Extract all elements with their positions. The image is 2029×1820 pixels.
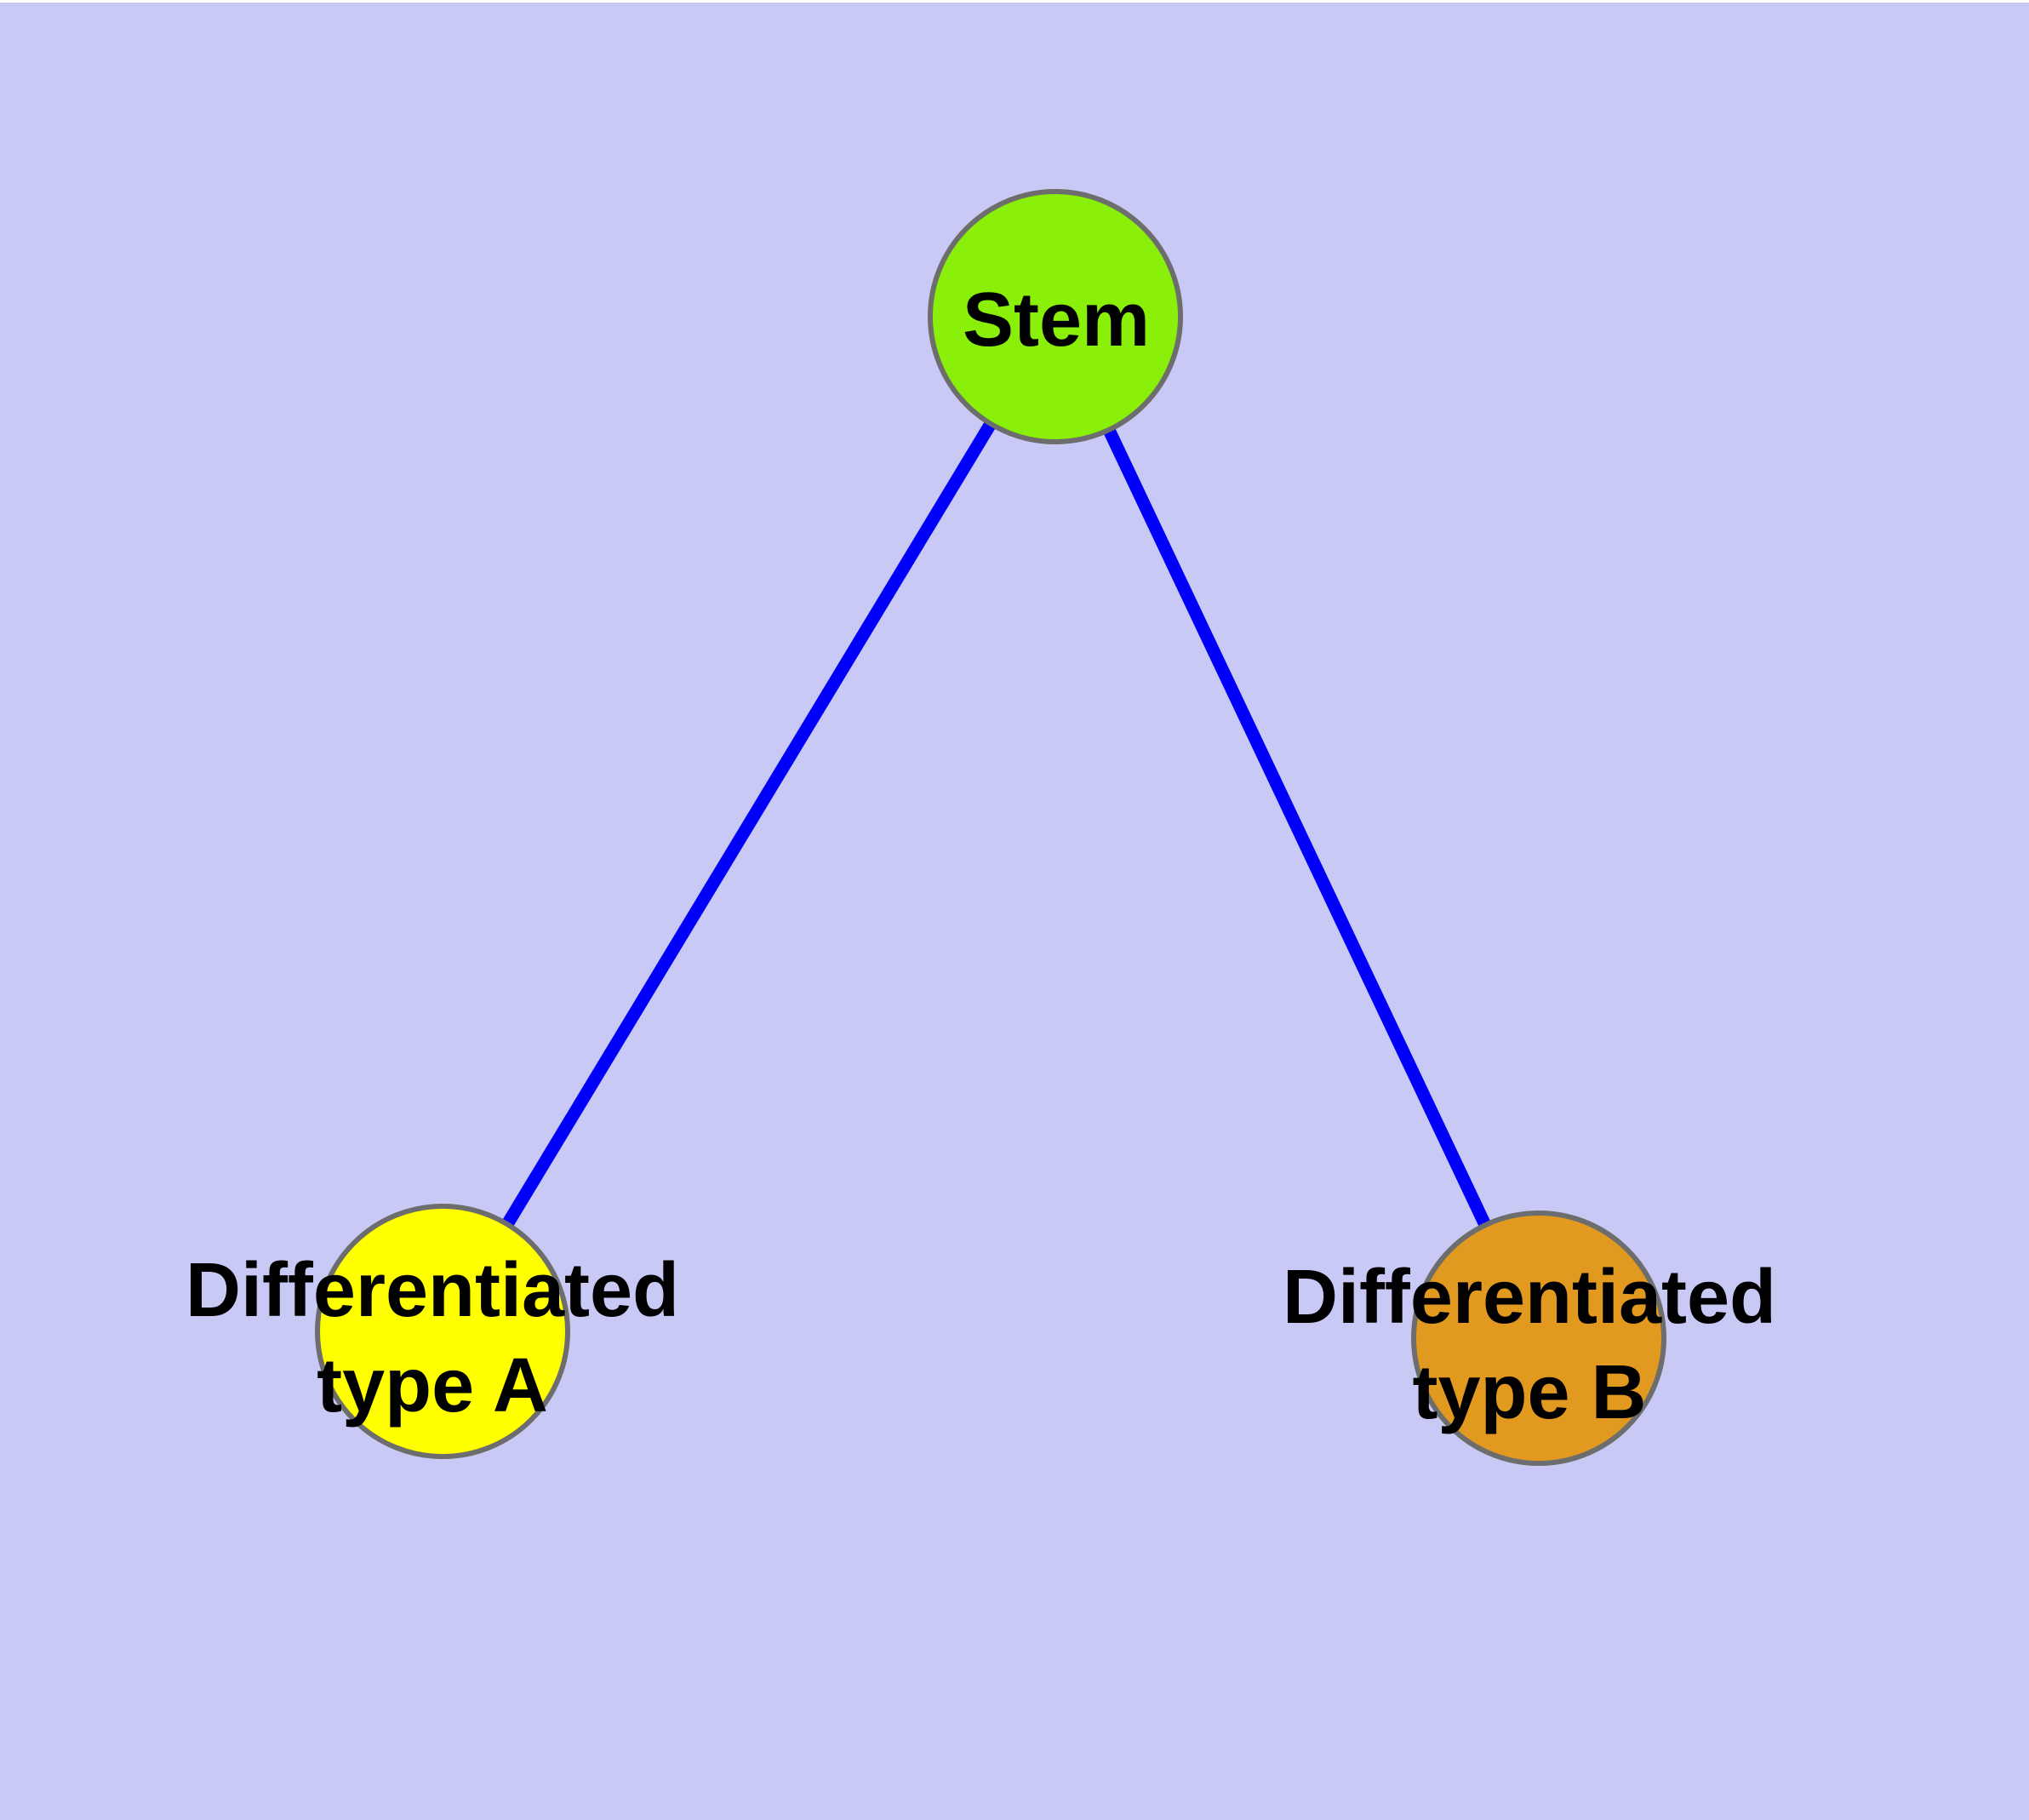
node-type-b-circle [1411,1210,1666,1466]
edge-stem-to-type-b [1049,313,1545,1342]
node-stem-circle [928,189,1183,444]
edge-stem-to-type-a [437,313,1061,1335]
node-type-b-label-line2: type B [1412,1350,1646,1435]
node-stem-label: Stem [963,278,1150,363]
node-type-a-label-line1: Differentiated [186,1248,679,1333]
node-type-b-label-line1: Differentiated [1283,1255,1776,1340]
node-type-a-label-line2: type A [317,1343,548,1428]
node-type-a-circle [315,1204,570,1459]
